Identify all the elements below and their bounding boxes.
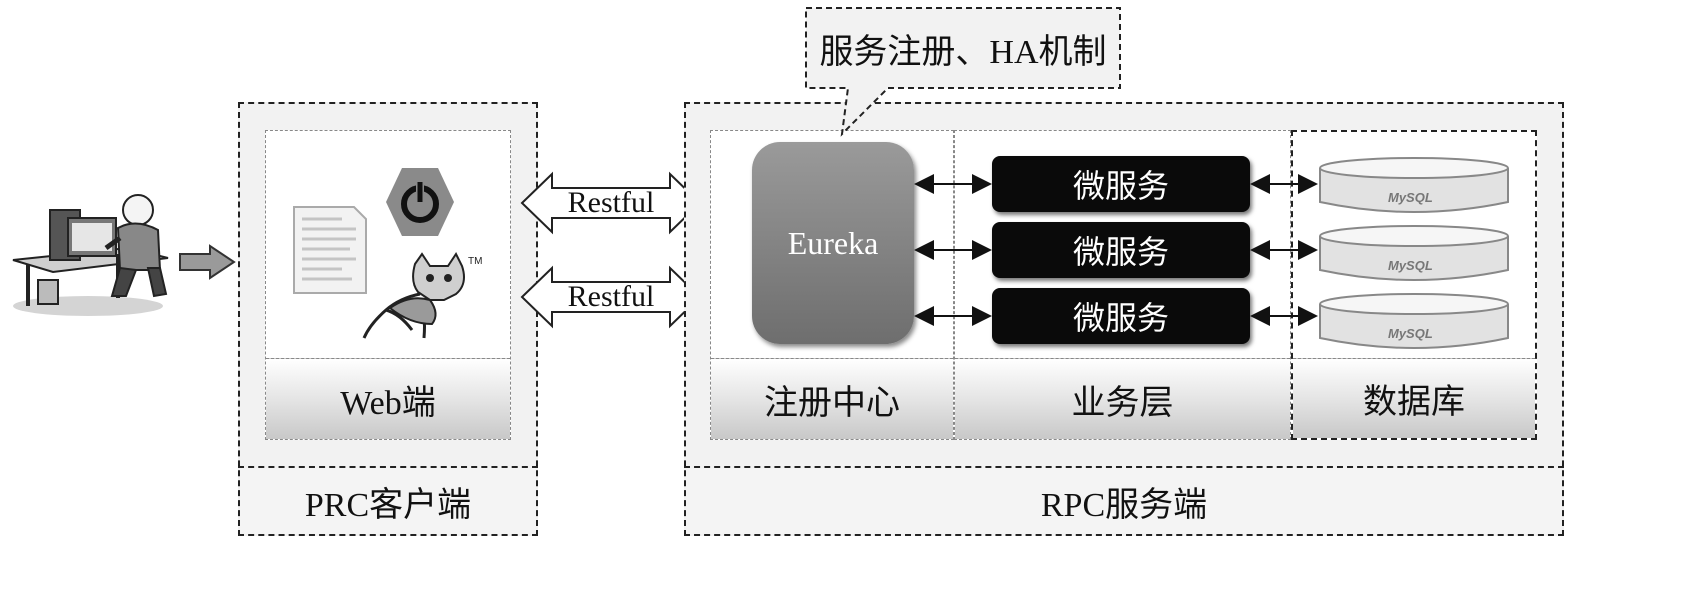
server-outer-label: RPC服务端 [686, 468, 1562, 534]
restful-label-bottom: Restful [567, 280, 655, 313]
user-to-client-arrow [179, 244, 236, 280]
server-divider [684, 466, 1564, 468]
user-at-computer-icon [12, 194, 169, 316]
mysql-logo-text: MySQL [1388, 258, 1433, 273]
mysql-db-2: MySQL [1319, 225, 1509, 281]
document-icon [293, 206, 367, 294]
mysql-logo-text: MySQL [1388, 326, 1433, 341]
registry-label: 注册中心 [711, 358, 953, 439]
svg-text:TM: TM [468, 256, 482, 267]
database-label: 数据库 [1293, 358, 1535, 438]
microservice-1: 微服务 [992, 156, 1250, 212]
mysql-logo-text: MySQL [1388, 190, 1433, 205]
web-client-label: Web端 [266, 358, 510, 439]
client-outer-label: PRC客户端 [240, 468, 536, 534]
microservice-3: 微服务 [992, 288, 1250, 344]
eureka-node: Eureka [752, 142, 914, 344]
microservice-2: 微服务 [992, 222, 1250, 278]
business-label: 业务层 [955, 358, 1290, 439]
restful-label-top: Restful [567, 186, 655, 219]
callout-text: 服务注册、HA机制 [819, 33, 1107, 71]
tomcat-icon: TM [362, 252, 482, 339]
mysql-db-3: MySQL [1319, 293, 1509, 349]
mysql-db-1: MySQL [1319, 157, 1509, 213]
client-divider [238, 466, 538, 468]
power-icon [386, 168, 454, 236]
